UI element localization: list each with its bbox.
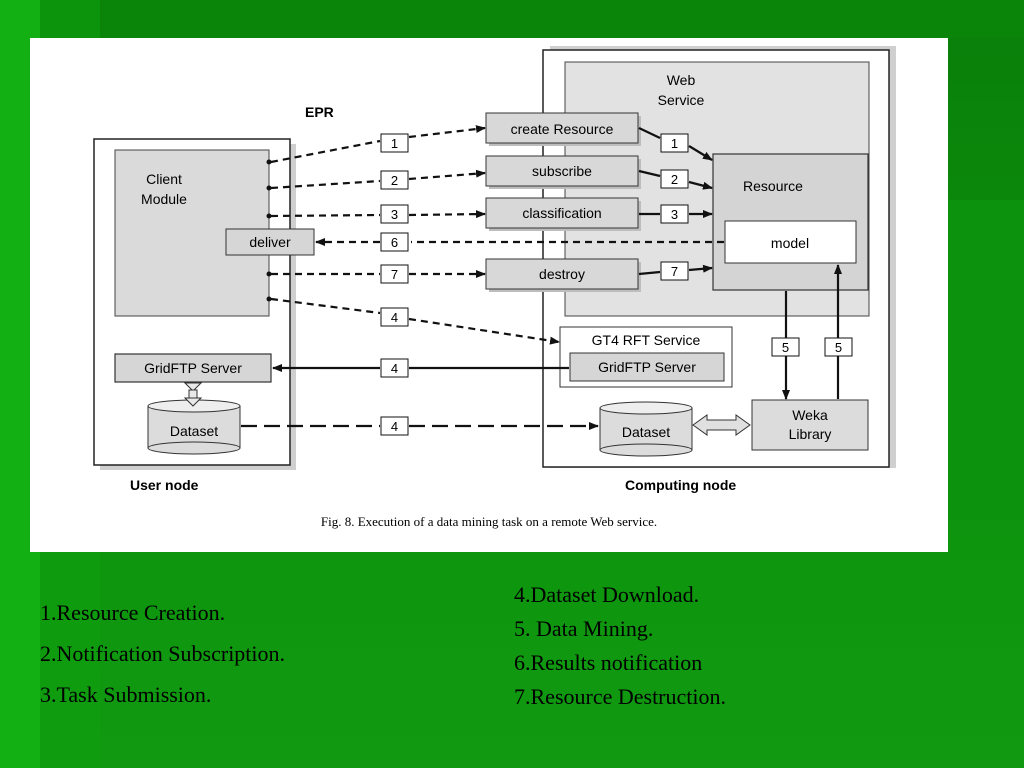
op-destroy: destroy: [485, 258, 641, 292]
epr-label: EPR: [305, 104, 334, 120]
step-4-rft: 4: [391, 310, 398, 325]
user-gridftp-box: [114, 353, 272, 383]
architecture-figure: Client Module deliver GridFTP Server Dat…: [30, 38, 948, 552]
client-module-label-1: Client: [146, 171, 182, 187]
op-classification: classification: [485, 197, 641, 231]
cn-gridftp-box: [569, 352, 725, 382]
step-2-right: 2: [671, 172, 678, 187]
op-destroy-label: destroy: [539, 266, 585, 282]
weka-label-1: Weka: [792, 407, 828, 423]
resource-label: Resource: [743, 178, 803, 194]
legend-item-1: 1.Resource Creation.: [40, 600, 226, 625]
step-4-gridftp: 4: [391, 361, 398, 376]
op-create-resource: create Resource: [485, 112, 641, 146]
user-gridftp-dataset-link: [183, 382, 203, 407]
legend-item-6: 6.Results notification: [514, 650, 703, 675]
legend-item-4: 4.Dataset Download.: [514, 582, 700, 607]
client-module-ports: [266, 159, 272, 302]
legend-left: 1.Resource Creation. 2.Notification Subs…: [40, 592, 285, 715]
deliver-label: deliver: [249, 234, 291, 250]
solid-arrows: [272, 127, 842, 400]
step-6: 6: [391, 235, 398, 250]
step-1-left: 1: [391, 136, 398, 151]
step-7-right: 7: [671, 264, 678, 279]
step-1-right: 1: [671, 136, 678, 151]
client-module-label-2: Module: [141, 191, 187, 207]
user-node-label: User node: [130, 477, 199, 493]
deliver-box: [225, 228, 315, 256]
weka-box: [751, 399, 869, 451]
legend-item-2: 2.Notification Subscription.: [40, 641, 286, 666]
cn-dataset-label: Dataset: [622, 424, 670, 440]
op-create-resource-label: create Resource: [511, 121, 614, 137]
cn-dataset-cylinder: [599, 401, 693, 457]
step-3-left: 3: [391, 207, 398, 222]
step-4-dataset: 4: [391, 419, 398, 434]
user-gridftp-label: GridFTP Server: [144, 360, 242, 376]
legend-right: 4.Dataset Download. 5. Data Mining. 6.Re…: [514, 578, 726, 714]
web-service-label-1: Web: [667, 72, 696, 88]
weka-label-2: Library: [789, 426, 832, 442]
computing-node-label: Computing node: [625, 477, 736, 493]
gt4-rft-label: GT4 RFT Service: [592, 332, 701, 348]
step-boxes: 1 2 3 6 7 4 4 4 1 2 3 7 5 5: [380, 133, 853, 436]
figure-caption: Fig. 8. Execution of a data mining task …: [321, 514, 657, 529]
op-subscribe: subscribe: [485, 155, 641, 189]
model-label: model: [771, 235, 809, 251]
step-3-right: 3: [671, 207, 678, 222]
background-top-band: [0, 0, 1024, 38]
diagram-svg: Client Module deliver GridFTP Server Dat…: [93, 46, 896, 529]
model-box: [724, 220, 857, 264]
cn-gridftp-label: GridFTP Server: [598, 359, 696, 375]
step-5-up: 5: [835, 340, 842, 355]
dashed-arrows: [241, 125, 724, 430]
web-service-label-2: Service: [658, 92, 705, 108]
legend-item-7: 7.Resource Destruction.: [514, 684, 726, 709]
step-2-left: 2: [391, 173, 398, 188]
op-subscribe-label: subscribe: [532, 163, 592, 179]
step-5-down: 5: [782, 340, 789, 355]
dataset-weka-link: [692, 414, 751, 436]
op-classification-label: classification: [522, 205, 601, 221]
user-dataset-label: Dataset: [170, 423, 218, 439]
user-dataset-cylinder: [147, 399, 241, 455]
legend-item-3: 3.Task Submission.: [40, 682, 212, 707]
background-right-block: [948, 200, 1024, 520]
step-7-left: 7: [391, 267, 398, 282]
legend-item-5: 5. Data Mining.: [514, 616, 654, 641]
